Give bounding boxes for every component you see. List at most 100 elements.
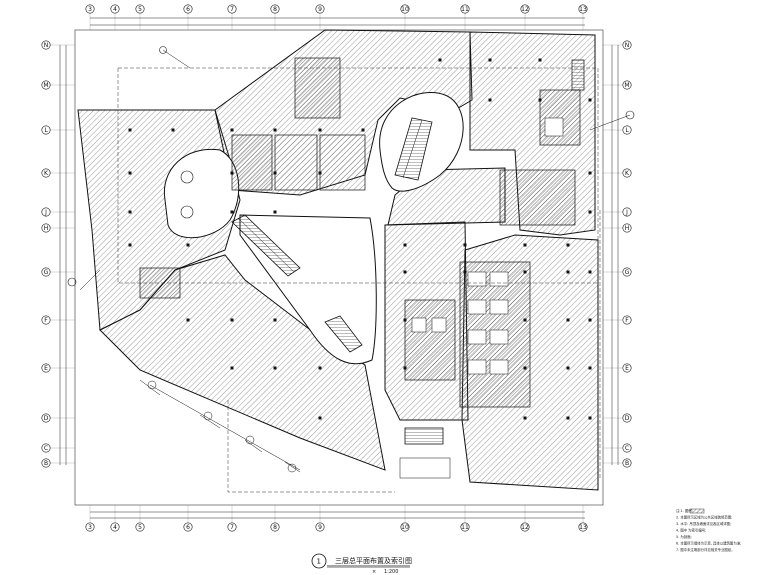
column-marker xyxy=(230,318,234,322)
grid-label: 12 xyxy=(521,524,529,531)
column-marker xyxy=(566,366,570,370)
grid-label: L xyxy=(44,127,48,134)
grid-label: C xyxy=(625,445,629,452)
drawing-scale-prefix: × xyxy=(372,569,376,575)
grid-label: 13 xyxy=(579,6,587,13)
column-marker xyxy=(230,128,234,132)
escalator-bottom xyxy=(404,427,444,445)
column-marker xyxy=(171,128,175,132)
grid-label: H xyxy=(625,225,630,232)
grid-bubble xyxy=(315,4,325,14)
grid-label: 11 xyxy=(461,524,469,531)
grid-label: B xyxy=(44,460,48,467)
note-line: 5. 为剖面; xyxy=(676,534,692,539)
grid-label: J xyxy=(44,209,47,216)
column-marker xyxy=(403,243,407,247)
drawing-notes: 注:1. 图例:2. 本图所示区域为公共区域装修范围;3. 水平: 吊顶及墙面详… xyxy=(676,508,741,552)
column-marker xyxy=(588,210,592,214)
grid-label: 7 xyxy=(230,6,234,13)
grid-label: L xyxy=(625,127,629,134)
grid-bubble xyxy=(270,4,280,14)
dimension-chain-top xyxy=(90,17,585,26)
column-marker xyxy=(588,416,592,420)
grid-label: 3 xyxy=(88,524,92,531)
grid-label: 11 xyxy=(461,6,469,13)
column-marker xyxy=(186,243,190,247)
dimension-chain-right xyxy=(611,45,619,465)
escalator-lower xyxy=(324,315,363,353)
column-marker xyxy=(230,366,234,370)
column-marker xyxy=(523,366,527,370)
grid-label: 9 xyxy=(318,524,322,531)
escalator-diagonal xyxy=(231,214,301,277)
grid-bubble xyxy=(110,522,120,532)
grid-bubble xyxy=(227,4,237,14)
column-marker xyxy=(186,318,190,322)
column-marker xyxy=(488,58,492,62)
column-marker xyxy=(588,171,592,175)
column-marker xyxy=(230,210,234,214)
grid-bubble xyxy=(227,522,237,532)
grid-bubble xyxy=(460,522,470,532)
column-marker xyxy=(588,366,592,370)
grid-label: 8 xyxy=(273,524,277,531)
grid-bubble xyxy=(400,522,410,532)
column-marker xyxy=(588,270,592,274)
grid-label: C xyxy=(44,445,48,452)
grid-bubble xyxy=(41,207,51,217)
grid-bubble xyxy=(622,413,632,423)
column-marker xyxy=(566,416,570,420)
column-marker xyxy=(230,171,234,175)
column-marker xyxy=(318,366,322,370)
service-cores xyxy=(139,57,585,408)
grid-label: 10 xyxy=(401,6,409,13)
grid-bubble xyxy=(41,125,51,135)
column-marker xyxy=(523,416,527,420)
grid-label: 13 xyxy=(579,524,587,531)
grid-bubble xyxy=(622,315,632,325)
column-marker xyxy=(463,270,467,274)
grid-label: 5 xyxy=(138,6,142,13)
grid-bubble xyxy=(41,267,51,277)
grid-bubble xyxy=(622,40,632,50)
note-line: 2. 本图所示区域为公共区域装修范围; xyxy=(676,515,732,520)
grid-bubble xyxy=(41,458,51,468)
column-marker xyxy=(403,366,407,370)
escalator-upper xyxy=(394,117,433,181)
column-marker xyxy=(403,270,407,274)
note-line: 6. 本图所示墙体为示意, 具体以建筑图为准; xyxy=(676,541,741,546)
grid-bubble xyxy=(41,80,51,90)
column-marker xyxy=(538,58,542,62)
grid-label: N xyxy=(625,42,630,49)
grid-label: M xyxy=(43,82,48,89)
column-marker xyxy=(128,243,132,247)
grid-bubble xyxy=(41,223,51,233)
grid-label: K xyxy=(625,170,630,177)
grid-label: 12 xyxy=(521,6,529,13)
grid-label: B xyxy=(625,460,629,467)
grid-bubble xyxy=(41,40,51,50)
legend-hatch-swatch xyxy=(689,508,705,514)
column-marker xyxy=(273,128,277,132)
grid-bubble xyxy=(622,207,632,217)
shop-units-upper xyxy=(231,134,366,191)
grid-bubble xyxy=(400,4,410,14)
grid-label: F xyxy=(625,317,629,324)
grid-bubble xyxy=(520,4,530,14)
grid-bubble xyxy=(622,168,632,178)
note-line: 4. 图中 为索引编号; xyxy=(676,528,706,533)
column-marker xyxy=(588,98,592,102)
column-marker xyxy=(318,128,322,132)
column-marker xyxy=(361,128,365,132)
grid-bubble xyxy=(622,267,632,277)
column-marker xyxy=(128,171,132,175)
grid-bubble xyxy=(41,168,51,178)
column-marker xyxy=(318,171,322,175)
drawing-number-bubble xyxy=(311,553,327,569)
column-marker xyxy=(403,318,407,322)
grid-label: D xyxy=(44,415,49,422)
grid-bubble xyxy=(270,522,280,532)
column-marker xyxy=(273,318,277,322)
